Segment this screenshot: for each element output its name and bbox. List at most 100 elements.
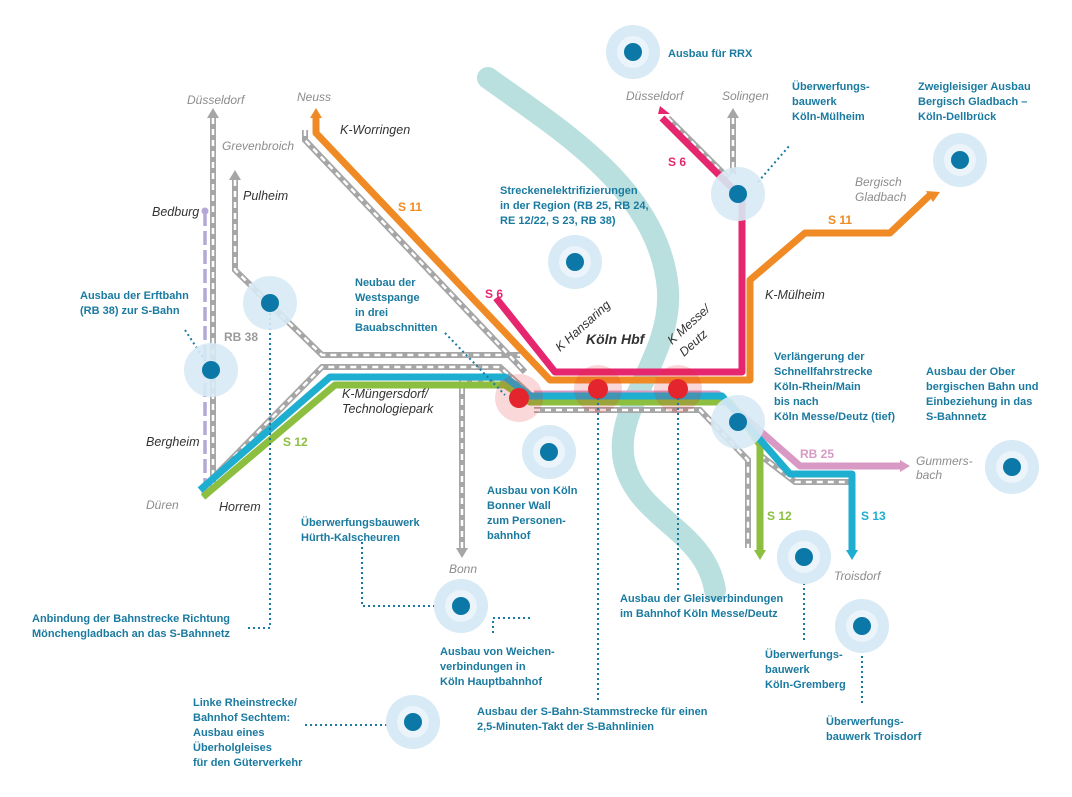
svg-text:Bahnhof Sechtem:: Bahnhof Sechtem: bbox=[193, 712, 290, 724]
marker-erftbahn bbox=[184, 343, 238, 397]
place-bonn: Bonn bbox=[449, 562, 477, 576]
project-gleisverbindungen: Ausbau der Gleisverbindungen im Bahnhof … bbox=[620, 593, 783, 620]
svg-text:Köln-Rhein/Main: Köln-Rhein/Main bbox=[774, 381, 861, 393]
svg-text:Überwerfungs-: Überwerfungs- bbox=[826, 715, 904, 728]
svg-text:Zweigleisiger Ausbau: Zweigleisiger Ausbau bbox=[918, 81, 1031, 93]
project-ueberwerfung-muelheim: Überwerfungs- bauwerk Köln-Mülheim bbox=[792, 80, 870, 123]
marker-troisdorf bbox=[835, 599, 889, 653]
marker-sechtem bbox=[386, 695, 440, 749]
project-sechtem: Linke Rheinstrecke/ Bahnhof Sechtem: Aus… bbox=[193, 697, 303, 769]
place-grevenbroich: Grevenbroich bbox=[222, 139, 294, 153]
line-s13 bbox=[197, 373, 858, 560]
marker-huerth bbox=[434, 579, 488, 633]
label-rb38: RB 38 bbox=[224, 330, 258, 344]
svg-text:Ausbau für RRX: Ausbau für RRX bbox=[668, 48, 753, 60]
svg-text:bauwerk Troisdorf: bauwerk Troisdorf bbox=[826, 731, 922, 743]
label-rb25: RB 25 bbox=[800, 447, 834, 461]
svg-text:für den Güterverkehr: für den Güterverkehr bbox=[193, 757, 303, 769]
line-labels: S 11 S 11 S 6 S 6 RB 38 S 12 S 12 S 13 R… bbox=[224, 155, 886, 523]
station-k-muengersdorf-2: Technologiepark bbox=[342, 402, 434, 416]
svg-text:S-Bahnnetz: S-Bahnnetz bbox=[926, 411, 987, 423]
svg-text:Ausbau eines: Ausbau eines bbox=[193, 727, 265, 739]
project-markers bbox=[184, 25, 1039, 749]
project-stammstrecke: Ausbau der S-Bahn-Stammstrecke für einen… bbox=[477, 706, 708, 733]
project-moenchengladbach: Anbindung der Bahnstrecke Richtung Mönch… bbox=[32, 613, 231, 640]
svg-text:Überwerfungsbauwerk: Überwerfungsbauwerk bbox=[301, 516, 420, 529]
svg-text:Linke Rheinstrecke/: Linke Rheinstrecke/ bbox=[193, 697, 297, 709]
svg-text:bahnhof: bahnhof bbox=[487, 530, 531, 542]
rhine-river bbox=[477, 67, 726, 601]
label-s6-north: S 6 bbox=[668, 155, 686, 169]
place-gummersbach-1: Gummers- bbox=[916, 454, 973, 468]
svg-text:Köln-Mülheim: Köln-Mülheim bbox=[792, 111, 865, 123]
svg-text:Ausbau der Ober: Ausbau der Ober bbox=[926, 366, 1016, 378]
station-bergheim: Bergheim bbox=[146, 435, 200, 449]
svg-text:Ausbau der Erftbahn: Ausbau der Erftbahn bbox=[80, 290, 189, 302]
svg-text:bergischen Bahn und: bergischen Bahn und bbox=[926, 381, 1038, 393]
svg-text:Überholgleises: Überholgleises bbox=[193, 741, 272, 754]
label-s12-west: S 12 bbox=[283, 435, 308, 449]
place-duesseldorf-west: Düsseldorf bbox=[187, 93, 246, 107]
svg-text:Köln-Dellbrück: Köln-Dellbrück bbox=[918, 111, 997, 123]
svg-text:bauwerk: bauwerk bbox=[792, 96, 838, 108]
svg-text:in drei: in drei bbox=[355, 307, 388, 319]
hub-stations bbox=[495, 365, 702, 422]
project-schnellfahrstrecke: Verlängerung der Schnellfahrstrecke Köln… bbox=[774, 351, 895, 423]
marker-zweigleisig bbox=[933, 133, 987, 187]
svg-text:in der Region (RB 25, RB 24,: in der Region (RB 25, RB 24, bbox=[500, 200, 649, 212]
svg-text:Ausbau der Gleisverbindungen: Ausbau der Gleisverbindungen bbox=[620, 593, 783, 605]
svg-text:Bergisch Gladbach –: Bergisch Gladbach – bbox=[918, 96, 1027, 108]
station-k-muengersdorf-1: K-Müngersdorf/ bbox=[342, 387, 430, 401]
marker-rrx bbox=[606, 25, 660, 79]
line-s6 bbox=[493, 106, 746, 376]
place-labels: Düsseldorf Neuss Grevenbroich Düsseldorf… bbox=[146, 89, 973, 583]
marker-muelheim bbox=[711, 167, 765, 221]
project-weichen: Ausbau von Weichen- verbindungen in Köln… bbox=[440, 646, 555, 688]
marker-gremberg bbox=[777, 530, 831, 584]
place-neuss: Neuss bbox=[297, 90, 331, 104]
project-huerth: Überwerfungsbauwerk Hürth-Kalscheuren bbox=[301, 516, 420, 544]
svg-text:Einbeziehung in das: Einbeziehung in das bbox=[926, 396, 1032, 408]
place-bergisch-2: Gladbach bbox=[855, 190, 907, 204]
svg-text:Neubau der: Neubau der bbox=[355, 277, 416, 289]
bedburg-dot bbox=[201, 207, 209, 215]
project-erftbahn: Ausbau der Erftbahn (RB 38) zur S-Bahn bbox=[80, 290, 189, 317]
leader-lines bbox=[184, 144, 863, 726]
svg-text:Köln Messe/Deutz (tief): Köln Messe/Deutz (tief) bbox=[774, 411, 895, 423]
svg-text:Überwerfungs-: Überwerfungs- bbox=[765, 648, 843, 661]
place-gummersbach-2: bach bbox=[916, 468, 942, 482]
svg-text:Westspange: Westspange bbox=[355, 292, 420, 304]
line-s11 bbox=[310, 108, 940, 384]
label-s11-west: S 11 bbox=[398, 200, 422, 214]
svg-text:zum Personen-: zum Personen- bbox=[487, 515, 566, 527]
project-gremberg: Überwerfungs- bauwerk Köln-Gremberg bbox=[765, 648, 846, 691]
project-westspange: Neubau der Westspange in drei Bauabschni… bbox=[355, 277, 438, 334]
svg-text:Mönchengladbach an das S-Bahnn: Mönchengladbach an das S-Bahnnetz bbox=[32, 628, 231, 640]
svg-text:Verlängerung der: Verlängerung der bbox=[774, 351, 865, 363]
svg-text:Überwerfungs-: Überwerfungs- bbox=[792, 80, 870, 93]
project-labels: Ausbau für RRX Überwerfungs- bauwerk Köl… bbox=[32, 48, 1038, 769]
place-troisdorf: Troisdorf bbox=[834, 569, 882, 583]
label-s12-south: S 12 bbox=[767, 509, 792, 523]
project-oberbergisch: Ausbau der Ober bergischen Bahn und Einb… bbox=[926, 366, 1038, 423]
station-k-muelheim: K-Mülheim bbox=[765, 288, 825, 302]
project-rrx: Ausbau für RRX bbox=[668, 48, 753, 60]
track-end-arrows bbox=[207, 108, 739, 558]
svg-text:Ausbau von Weichen-: Ausbau von Weichen- bbox=[440, 646, 555, 658]
svg-text:Köln Hauptbahnhof: Köln Hauptbahnhof bbox=[440, 676, 542, 688]
marker-elektrifizierung bbox=[548, 235, 602, 289]
svg-text:Streckenelektrifizierungen: Streckenelektrifizierungen bbox=[500, 185, 638, 197]
svg-text:bis nach: bis nach bbox=[774, 396, 819, 408]
station-bedburg: Bedburg bbox=[152, 205, 199, 219]
svg-text:Anbindung der Bahnstrecke Rich: Anbindung der Bahnstrecke Richtung bbox=[32, 613, 230, 625]
place-dueren: Düren bbox=[146, 498, 179, 512]
station-pulheim: Pulheim bbox=[243, 189, 288, 203]
svg-text:Bonner Wall: Bonner Wall bbox=[487, 500, 551, 512]
svg-text:bauwerk: bauwerk bbox=[765, 664, 811, 676]
marker-oberbergisch bbox=[985, 440, 1039, 494]
svg-text:RE 12/22, S 23, RB 38): RE 12/22, S 23, RB 38) bbox=[500, 215, 616, 227]
svg-text:(RB 38) zur S-Bahn: (RB 38) zur S-Bahn bbox=[80, 305, 180, 317]
svg-text:2,5-Minuten-Takt der S-Bahnlin: 2,5-Minuten-Takt der S-Bahnlinien bbox=[477, 721, 654, 733]
